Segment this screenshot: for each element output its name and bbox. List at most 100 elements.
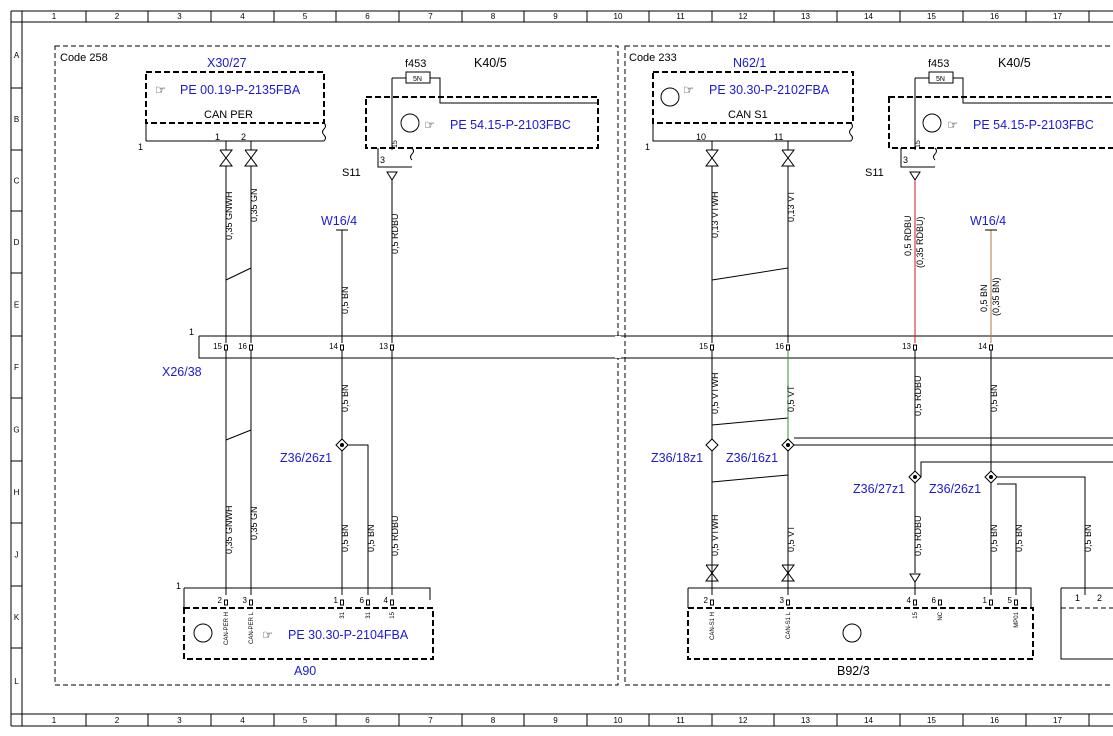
pin-label: 1 <box>1075 593 1080 603</box>
pin-label: 3 <box>243 596 248 605</box>
transistor-icon <box>660 87 680 107</box>
column-label: 14 <box>864 716 873 725</box>
row-label: E <box>14 301 19 310</box>
w16-4-right-label: W16/4 <box>970 214 1006 228</box>
column-label: 2 <box>115 716 120 725</box>
code-233-label: Code 233 <box>629 52 677 64</box>
can-per-label: CAN PER <box>204 109 253 121</box>
pin-function-label: CAN-S1 H <box>710 612 716 640</box>
pin-function-label: CAN-PER L <box>249 611 255 644</box>
column-label: 1 <box>52 12 57 21</box>
row-label: L <box>14 677 19 686</box>
left-wires <box>219 141 393 595</box>
x30-27-label: X30/27 <box>207 56 247 70</box>
column-label: 8 <box>491 12 496 21</box>
column-label: 7 <box>428 716 433 725</box>
z36-26z1-right-label: Z36/26z1 <box>929 482 981 496</box>
wire-label: 0,5 BN <box>366 524 376 552</box>
pin-label: 1 <box>645 142 650 152</box>
wire-label: 0,5 BN <box>340 384 350 412</box>
z36-16z1-label: Z36/16z1 <box>726 451 778 465</box>
column-label: 17 <box>1053 716 1062 725</box>
connector-x26-38 <box>198 335 1113 359</box>
column-label: 10 <box>614 716 623 725</box>
fuse-f453-right-label: f453 <box>928 58 949 70</box>
fuse-rating: 5N <box>936 76 945 83</box>
fuse-rating: 5N <box>413 76 422 83</box>
wire-label: 0,35 GN <box>249 188 259 222</box>
column-label: 3 <box>177 12 182 21</box>
wire-label: 0,13 VT <box>786 190 796 222</box>
wire-label: 0,5 BN <box>1083 524 1093 552</box>
pin-label: 1 <box>215 132 220 142</box>
connector-pin-label: 15 <box>699 342 708 351</box>
pin-function-label: 31 <box>366 611 372 618</box>
pin-label: 4 <box>907 596 912 605</box>
b92-3-box <box>687 607 1034 660</box>
wire-label: 0,5 VTWH <box>710 514 720 556</box>
pin-function-label: NC <box>938 611 944 620</box>
code-258-region <box>54 45 619 686</box>
wire-label: 0,5 VT <box>786 385 796 412</box>
wire-label: 0,5 RDBU <box>390 213 400 254</box>
w16-4-left-label: W16/4 <box>321 214 357 228</box>
column-label: 4 <box>240 12 245 21</box>
s11-label: S11 <box>342 167 361 179</box>
x30-27-box <box>145 71 325 124</box>
wire-label: 0,5 BN <box>1014 524 1024 552</box>
row-label: A <box>14 51 20 60</box>
a90-box <box>183 607 434 660</box>
pin-function-label: MP01 <box>1014 611 1020 627</box>
pin-label: 1 <box>334 596 339 605</box>
column-label: 15 <box>927 12 936 21</box>
wire-label: (0,35 RDBU) <box>915 216 925 268</box>
column-label: 9 <box>553 716 558 725</box>
transistor-icon <box>400 113 420 133</box>
a90-label: A90 <box>294 664 316 678</box>
pin-label: 1 <box>189 327 194 337</box>
can-s1-label: CAN S1 <box>728 109 768 121</box>
wire-label: 0,5 RDBU <box>913 515 923 556</box>
pin-function-label: 31 <box>340 611 346 618</box>
pin-label: 2 <box>218 596 223 605</box>
wire-label: 0,5 BN <box>989 524 999 552</box>
k40-5-box <box>365 96 599 149</box>
code-258-label: Code 258 <box>60 52 108 64</box>
column-label: 4 <box>240 716 245 725</box>
k40-5-right-ref: PE 54.15-P-2103FBC <box>973 118 1094 132</box>
transistor-icon <box>922 113 942 133</box>
pin-function-label: CAN-S1 L <box>786 611 792 639</box>
column-label: 16 <box>990 12 999 21</box>
row-label: D <box>14 238 20 247</box>
wire-label: 0,5 VTWH <box>710 372 720 414</box>
column-label: 1 <box>52 716 57 725</box>
column-label: 14 <box>864 12 873 21</box>
pin-function-label: CAN-PER H <box>224 612 230 645</box>
x26-38-label: X26/38 <box>162 365 202 379</box>
wire-label: 0,5 VT <box>786 525 796 552</box>
connector-pin-label: 15 <box>213 342 222 351</box>
pin-label: 1 <box>176 581 181 591</box>
ref-hand-icon: ☞ <box>424 118 435 132</box>
pin-label: 2 <box>704 596 709 605</box>
wire-label: 0,35 GNWH <box>224 505 234 554</box>
pin-label: 1 <box>138 142 143 152</box>
z36-26z1-left-label: Z36/26z1 <box>280 451 332 465</box>
pin-label: 11 <box>774 132 783 142</box>
pin-label: 2 <box>1097 593 1102 603</box>
column-label: 7 <box>428 12 433 21</box>
k40-5-ref: PE 54.15-P-2103FBC <box>450 118 571 132</box>
column-label: 5 <box>303 12 308 21</box>
wire-label: 0,5 BN <box>340 286 350 314</box>
column-label: 2 <box>115 12 120 21</box>
column-label: 13 <box>801 12 810 21</box>
row-label: B <box>14 115 19 124</box>
column-label: 15 <box>927 716 936 725</box>
s11-right-label: S11 <box>865 167 884 179</box>
ref-hand-icon: ☞ <box>947 118 958 132</box>
pin-label: 3 <box>380 155 385 165</box>
connector-pin-label: 13 <box>902 342 911 351</box>
